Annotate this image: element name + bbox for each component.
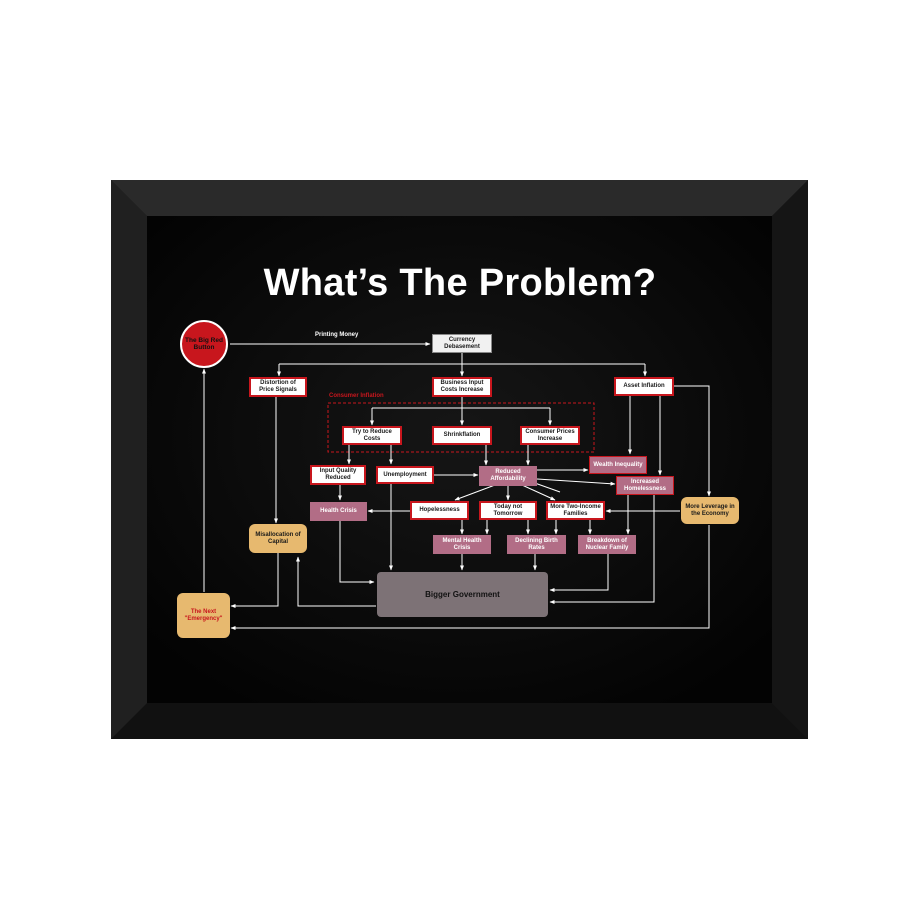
node-declining-birth: Declining Birth Rates — [507, 535, 566, 554]
node-next-emergency: The Next "Emergency" — [177, 593, 230, 638]
frame-bottom-bevel — [111, 703, 808, 739]
node-business-input-costs: Business Input Costs Increase — [432, 377, 492, 397]
node-big-red-button: The Big Red Button — [180, 320, 228, 368]
node-try-reduce-costs: Try to Reduce Costs — [342, 426, 402, 445]
node-reduced-affordability: Reduced Affordability — [479, 466, 537, 486]
node-input-quality: Input Quality Reduced — [310, 465, 366, 485]
poster-title: What’s The Problem? — [263, 262, 657, 304]
node-asset-inflation: Asset Inflation — [614, 377, 674, 396]
node-consumer-prices: Consumer Prices Increase — [520, 426, 580, 445]
frame-left-bevel — [111, 180, 147, 739]
node-distortion-price-signals: Distortion of Price Signals — [249, 377, 307, 397]
poster-canvas — [147, 216, 772, 703]
edge-label-printing-money: Printing Money — [315, 332, 359, 338]
node-more-leverage: More Leverage in the Economy — [681, 497, 739, 524]
connector-arrows — [202, 342, 711, 630]
node-two-income-families: More Two-Income Families — [546, 501, 605, 520]
node-today-not-tomorrow: Today not Tomorrow — [479, 501, 537, 520]
consumer-inflation-group — [327, 402, 595, 453]
node-bigger-government: Bigger Government — [377, 572, 548, 617]
frame-top-bevel — [111, 180, 808, 216]
group-label-consumer-inflation: Consumer Inflation — [329, 393, 384, 399]
node-misallocation-capital: Misallocation of Capital — [249, 524, 307, 553]
node-unemployment: Unemployment — [376, 466, 434, 484]
node-wealth-inequality: Wealth Inequality — [589, 456, 647, 474]
node-breakdown-family: Breakdown of Nuclear Family — [578, 535, 636, 554]
node-mental-health: Mental Health Crisis — [433, 535, 491, 554]
node-increased-homelessness: Increased Homelessness — [616, 476, 674, 495]
node-hopelessness: Hopelessness — [410, 501, 469, 520]
node-shrinkflation: Shrinkflation — [432, 426, 492, 445]
node-health-crisis: Health Crisis — [310, 502, 367, 521]
frame-right-bevel — [772, 180, 808, 739]
node-currency-debasement: Currency Debasement — [432, 334, 492, 353]
